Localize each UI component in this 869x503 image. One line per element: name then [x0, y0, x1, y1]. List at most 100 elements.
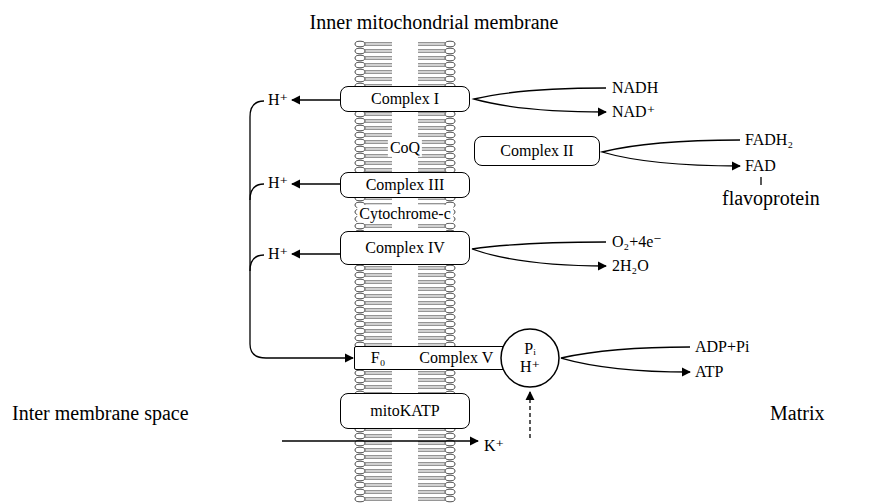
lipid-head [445, 454, 455, 460]
lipid-tail [418, 476, 445, 477]
lipid-tail [418, 336, 445, 337]
lipid-head [445, 55, 455, 61]
lipid-head [445, 447, 455, 453]
cofactor-label: flavoprotein [722, 187, 820, 210]
lipid-tail [365, 462, 392, 463]
lipid-pair [355, 111, 455, 117]
lipid-tail [365, 73, 392, 74]
lipid-tail [418, 304, 445, 305]
lipid-tail [418, 343, 445, 344]
lipid-tail [365, 199, 392, 200]
lipid-head [355, 139, 365, 145]
node-text: Complex III [366, 176, 445, 194]
lipid-tail [365, 381, 392, 382]
lipid-tail [365, 45, 392, 46]
lipid-head [355, 76, 365, 82]
lipid-tail [365, 301, 392, 302]
proton-return-curve [250, 101, 264, 117]
nadh-arrow [474, 88, 606, 112]
lipid-tail [418, 430, 445, 431]
lipid-pair [355, 433, 455, 439]
lipid-head [445, 286, 455, 292]
lipid-tail [418, 45, 445, 46]
lipid-head [445, 475, 455, 481]
lipid-tail [365, 493, 392, 494]
lipid-head [445, 153, 455, 159]
lipid-head [445, 118, 455, 124]
lipid-tail [418, 462, 445, 463]
lipid-tail [365, 294, 392, 295]
lipid-tail [418, 465, 445, 466]
lipid-head [355, 489, 365, 495]
lipid-tail [418, 448, 445, 449]
lipid-head [355, 111, 365, 117]
lipid-pair [355, 279, 455, 285]
lipid-head [355, 146, 365, 152]
lipid-tail [365, 280, 392, 281]
lipid-tail [365, 119, 392, 120]
lipid-head [445, 279, 455, 285]
lipid-tail [418, 339, 445, 340]
lipid-tail [418, 80, 445, 81]
lipid-head [445, 433, 455, 439]
lipid-tail [418, 59, 445, 60]
lipid-head [355, 286, 365, 292]
lipid-head [445, 125, 455, 131]
lipid-tail [418, 458, 445, 459]
lipid-pair [355, 76, 455, 82]
lipid-head [445, 69, 455, 75]
lipid-head [355, 482, 365, 488]
lipid-tail [365, 287, 392, 288]
lipid-pair [355, 300, 455, 306]
lipid-head [445, 132, 455, 138]
lipid-tail [418, 294, 445, 295]
lipid-pair [355, 160, 455, 166]
lipid-tail [365, 66, 392, 67]
atp-synthase-head: PᵢH⁺ [500, 328, 560, 388]
lipid-tail [365, 318, 392, 319]
lipid-tail [418, 497, 445, 498]
lipid-tail [365, 336, 392, 337]
lipid-head [445, 111, 455, 117]
lipid-tail [418, 129, 445, 130]
lipid-tail [418, 455, 445, 456]
proton-label: H⁺ [268, 91, 288, 109]
lipid-tail [418, 374, 445, 375]
lipid-head [355, 377, 365, 383]
lipid-tail [418, 490, 445, 491]
lipid-head [445, 160, 455, 166]
lipid-head [355, 496, 365, 502]
complex-box: Complex III [340, 172, 470, 198]
lipid-tail [365, 273, 392, 274]
lipid-head [355, 384, 365, 390]
lipid-pair [355, 482, 455, 488]
lipid-head [445, 489, 455, 495]
lipid-head [445, 41, 455, 47]
lipid-head [445, 377, 455, 383]
lipid-head [355, 447, 365, 453]
lipid-tail [418, 483, 445, 484]
lipid-head [355, 335, 365, 341]
lipid-tail [365, 451, 392, 452]
lipid-tail [418, 297, 445, 298]
lipid-tail [365, 115, 392, 116]
lipid-head [445, 139, 455, 145]
lipid-pair [355, 307, 455, 313]
lipid-head [445, 62, 455, 68]
product-label: FAD [745, 157, 776, 175]
lipid-tail [365, 224, 392, 225]
lipid-tail [365, 332, 392, 333]
lipid-tail [365, 227, 392, 228]
lipid-tail [365, 434, 392, 435]
lipid-head [445, 300, 455, 306]
lipid-tail [418, 472, 445, 473]
lipid-tail [365, 371, 392, 372]
lipid-tail [418, 437, 445, 438]
lipid-tail [418, 227, 445, 228]
lipid-pair [355, 328, 455, 334]
lipid-pair [355, 223, 455, 229]
lipid-tail [418, 315, 445, 316]
lipid-tail [365, 290, 392, 291]
